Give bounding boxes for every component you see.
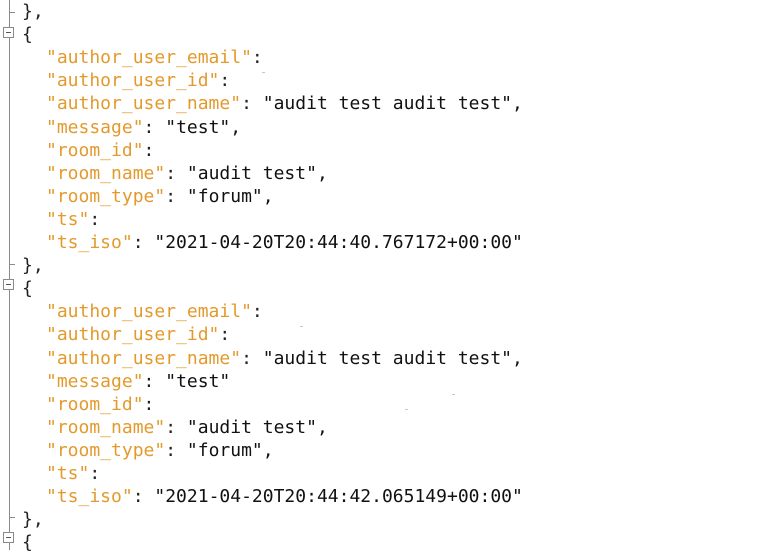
json-field-line[interactable]: "author_user_email": bbox=[22, 46, 263, 69]
json-value: "audit test audit test", bbox=[251, 347, 523, 369]
redaction-mark bbox=[300, 326, 303, 327]
json-key: "room_type" bbox=[46, 185, 166, 207]
colon: : bbox=[89, 463, 101, 484]
redaction-mark bbox=[262, 72, 265, 73]
json-field-line[interactable]: "ts_iso": "2021-04-20T20:44:42.065149+00… bbox=[22, 485, 523, 508]
colon: : bbox=[251, 301, 263, 323]
colon: : bbox=[165, 416, 177, 438]
fold-collapse-icon[interactable] bbox=[3, 27, 14, 38]
json-field-line[interactable]: "message": "test", bbox=[22, 116, 241, 139]
json-field-line[interactable]: "ts": bbox=[22, 462, 100, 485]
json-key: "ts_iso" bbox=[46, 232, 133, 253]
json-value: "forum", bbox=[176, 185, 274, 207]
colon: : bbox=[89, 208, 101, 230]
json-field-line[interactable]: "author_user_name": "audit test audit te… bbox=[22, 347, 523, 370]
json-value: "test" bbox=[154, 370, 231, 392]
json-key: "author_user_email" bbox=[46, 301, 252, 323]
code-line[interactable]: }, bbox=[22, 0, 44, 23]
code-line[interactable]: { bbox=[22, 277, 33, 300]
colon: : bbox=[132, 232, 144, 253]
colon: : bbox=[143, 139, 155, 161]
colon: : bbox=[219, 70, 231, 92]
json-field-line[interactable]: "room_type": "forum", bbox=[22, 185, 274, 208]
colon: : bbox=[143, 116, 155, 138]
colon: : bbox=[165, 162, 177, 184]
colon: : bbox=[165, 439, 177, 461]
colon: : bbox=[165, 185, 177, 207]
open-brace: { bbox=[22, 532, 33, 554]
json-key: "message" bbox=[46, 116, 144, 138]
json-value: "2021-04-20T20:44:42.065149+00:00" bbox=[143, 486, 523, 508]
fold-gutter bbox=[0, 0, 20, 550]
json-field-line[interactable]: "author_user_email": bbox=[22, 300, 263, 323]
json-field-line[interactable]: "room_name": "audit test", bbox=[22, 162, 328, 185]
json-field-line[interactable]: "ts": bbox=[22, 208, 100, 231]
colon: : bbox=[219, 324, 231, 346]
json-value: "test", bbox=[154, 116, 242, 138]
json-field-line[interactable]: "room_id": bbox=[22, 139, 154, 162]
close-brace: }, bbox=[22, 1, 44, 22]
code-line[interactable]: { bbox=[22, 531, 33, 554]
redaction-mark bbox=[452, 394, 455, 395]
json-value: "forum", bbox=[176, 439, 274, 461]
fold-guide-line bbox=[9, 0, 10, 550]
code-line[interactable]: }, bbox=[22, 508, 44, 531]
json-value: "2021-04-20T20:44:40.767172+00:00" bbox=[143, 232, 523, 253]
fold-end-tick bbox=[9, 12, 15, 13]
json-value: "audit test audit test", bbox=[251, 93, 523, 115]
json-field-line[interactable]: "author_user_id": bbox=[22, 323, 230, 346]
colon: : bbox=[143, 393, 155, 415]
json-key: "room_name" bbox=[46, 162, 166, 184]
open-brace: { bbox=[22, 278, 33, 300]
json-key: "author_user_id" bbox=[46, 324, 220, 346]
json-value: "audit test", bbox=[176, 162, 328, 184]
json-field-line[interactable]: "room_type": "forum", bbox=[22, 439, 274, 462]
json-field-line[interactable]: "author_user_id": bbox=[22, 69, 230, 92]
code-line[interactable]: }, bbox=[22, 254, 44, 277]
redaction-mark bbox=[405, 409, 408, 410]
close-brace: }, bbox=[22, 509, 44, 531]
fold-end-tick bbox=[9, 264, 15, 265]
fold-collapse-icon[interactable] bbox=[3, 532, 14, 543]
colon: : bbox=[251, 47, 263, 69]
json-key: "ts" bbox=[46, 208, 90, 230]
json-field-line[interactable]: "ts_iso": "2021-04-20T20:44:40.767172+00… bbox=[22, 231, 523, 254]
json-key: "author_user_name" bbox=[46, 347, 242, 369]
open-brace: { bbox=[22, 24, 33, 46]
json-field-line[interactable]: "author_user_name": "audit test audit te… bbox=[22, 92, 523, 115]
json-key: "author_user_id" bbox=[46, 70, 220, 92]
colon: : bbox=[143, 370, 155, 392]
json-field-line[interactable]: "room_name": "audit test", bbox=[22, 416, 328, 439]
colon: : bbox=[241, 93, 252, 115]
fold-end-tick bbox=[9, 517, 15, 518]
close-brace: }, bbox=[22, 255, 44, 277]
json-key: "ts" bbox=[46, 463, 90, 484]
json-field-line[interactable]: "room_id": bbox=[22, 393, 154, 416]
colon: : bbox=[241, 347, 252, 369]
code-line[interactable]: { bbox=[22, 23, 33, 46]
json-key: "author_user_email" bbox=[46, 47, 252, 69]
json-value: "audit test", bbox=[176, 416, 328, 438]
fold-collapse-icon[interactable] bbox=[3, 279, 14, 290]
json-key: "author_user_name" bbox=[46, 93, 242, 115]
json-key: "room_type" bbox=[46, 439, 166, 461]
colon: : bbox=[132, 486, 144, 508]
json-field-line[interactable]: "message": "test" bbox=[22, 370, 230, 393]
json-key: "room_name" bbox=[46, 416, 166, 438]
json-key: "message" bbox=[46, 370, 144, 392]
json-key: "ts_iso" bbox=[46, 486, 133, 508]
json-key: "room_id" bbox=[46, 139, 144, 161]
json-key: "room_id" bbox=[46, 393, 144, 415]
